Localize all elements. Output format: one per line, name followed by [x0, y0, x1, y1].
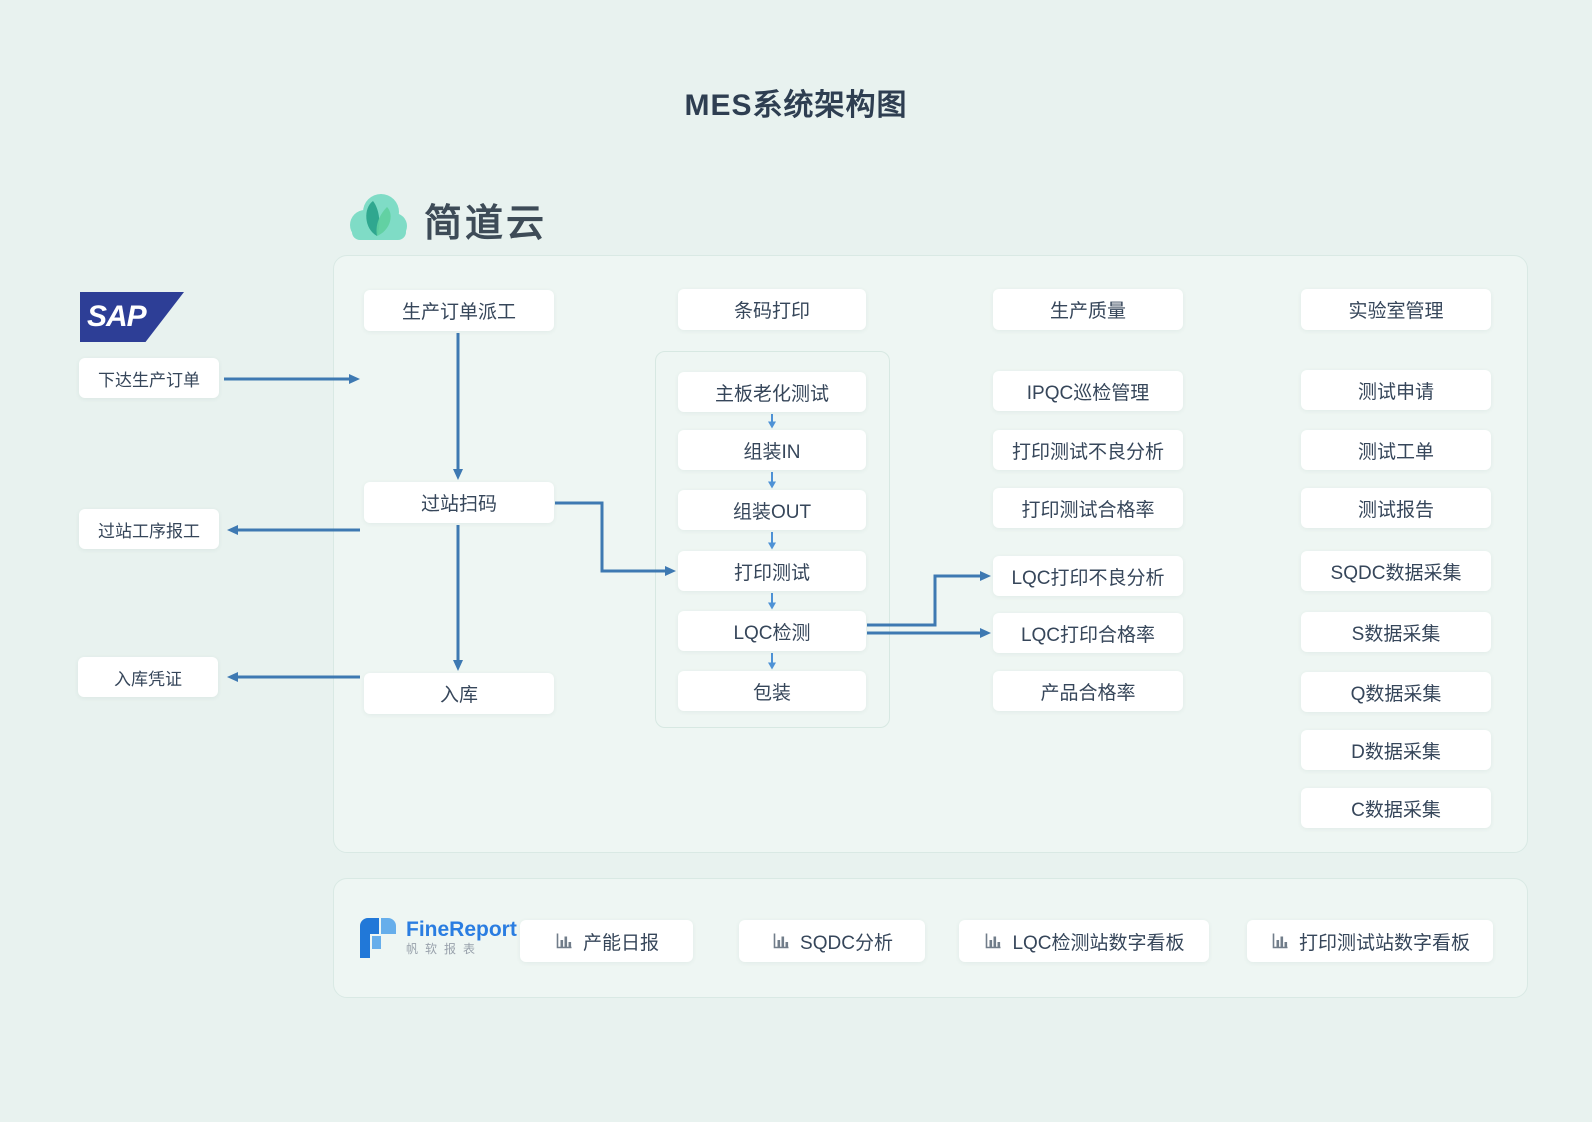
finereport-logo: FineReport 帆软报表: [358, 916, 517, 960]
node-step-assembly-out: 组装OUT: [678, 490, 866, 530]
report-lqc-dashboard: LQC检测站数字看板: [959, 920, 1209, 962]
node-step-packing: 包装: [678, 671, 866, 711]
node-step-aging-test: 主板老化测试: [678, 372, 866, 412]
node-step-lqc-inspect: LQC检测: [678, 611, 866, 651]
node-lab-test-request: 测试申请: [1301, 370, 1491, 410]
jiandaoyun-logo-text: 简道云: [424, 202, 548, 245]
report-sqdc-analysis: SQDC分析: [739, 920, 925, 962]
report-daily-capacity: 产能日报: [520, 920, 693, 962]
bar-chart-icon: [771, 931, 791, 951]
node-quality-ipqc: IPQC巡检管理: [993, 371, 1183, 411]
node-quality-lqc-pass: LQC打印合格率: [993, 613, 1183, 653]
bar-chart-icon: [983, 931, 1003, 951]
node-step-print-test: 打印测试: [678, 551, 866, 591]
sap-logo-text: SAP: [87, 300, 147, 333]
node-lab-s-collect: S数据采集: [1301, 612, 1491, 652]
node-lab-q-collect: Q数据采集: [1301, 672, 1491, 712]
report-label: 产能日报: [582, 932, 659, 954]
report-label: SQDC分析: [800, 932, 893, 954]
node-lab-test-order: 测试工单: [1301, 430, 1491, 470]
report-print-test-dashboard: 打印测试站数字看板: [1247, 920, 1493, 962]
finereport-logo-text: FineReport: [406, 918, 517, 941]
node-lab-test-report: 测试报告: [1301, 488, 1491, 528]
jiandaoyun-cloud-icon: [350, 194, 407, 240]
report-label: LQC检测站数字看板: [1012, 932, 1185, 954]
node-station-scan: 过站扫码: [364, 482, 554, 523]
node-step-assembly-in: 组装IN: [678, 430, 866, 470]
node-lab-c-collect: C数据采集: [1301, 788, 1491, 828]
bar-chart-icon: [1270, 931, 1290, 951]
bar-chart-icon: [554, 931, 574, 951]
node-barcode-header: 条码打印: [678, 289, 866, 330]
finereport-logo-subtext: 帆软报表: [406, 942, 483, 956]
jiandaoyun-logo: 简道云: [346, 188, 547, 250]
node-dispatch: 生产订单派工: [364, 290, 554, 331]
node-quality-product-pass: 产品合格率: [993, 671, 1183, 711]
node-quality-print-defect: 打印测试不良分析: [993, 430, 1183, 470]
node-lab-d-collect: D数据采集: [1301, 730, 1491, 770]
node-lab-header: 实验室管理: [1301, 289, 1491, 330]
finereport-icon: [360, 918, 396, 958]
node-sap-order-release: 下达生产订单: [79, 358, 219, 398]
node-quality-print-pass: 打印测试合格率: [993, 488, 1183, 528]
page-title: MES系统架构图: [684, 89, 908, 122]
report-label: 打印测试站数字看板: [1298, 932, 1470, 954]
node-quality-lqc-defect: LQC打印不良分析: [993, 556, 1183, 596]
node-warehouse-in: 入库: [364, 673, 554, 714]
node-lab-sqdc-collect: SQDC数据采集: [1301, 551, 1491, 591]
node-sap-warehouse-receipt: 入库凭证: [78, 657, 218, 697]
node-sap-station-report: 过站工序报工: [79, 509, 219, 549]
sap-logo: SAP: [80, 292, 184, 342]
node-quality-header: 生产质量: [993, 289, 1183, 330]
